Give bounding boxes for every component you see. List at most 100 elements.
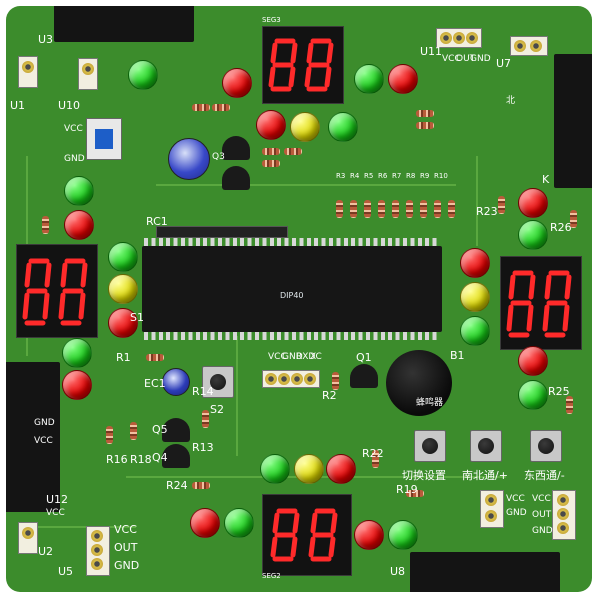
led-red	[256, 110, 286, 140]
transistor	[222, 136, 250, 160]
header-u3	[18, 56, 38, 88]
ref-r25: R25	[548, 385, 570, 398]
chip-pins-top	[144, 238, 440, 246]
ref-r24: R24	[166, 479, 188, 492]
led-red	[64, 210, 94, 240]
resistor	[378, 200, 385, 218]
resistor	[406, 490, 424, 497]
east-west-button[interactable]	[530, 430, 562, 462]
ref-s1: S1	[130, 311, 144, 324]
pin-vcc: VCC	[114, 523, 137, 536]
led-green	[460, 316, 490, 346]
led-green	[62, 338, 92, 368]
led-green	[128, 60, 158, 90]
east-west-label: 东西通/-	[524, 469, 565, 482]
ref-q4: Q4	[152, 451, 168, 464]
resistor	[570, 210, 577, 228]
ref-r16: R16	[106, 453, 128, 466]
bottom-connector	[410, 552, 560, 592]
pin-rxd: RXD	[296, 352, 316, 362]
ref-ec1: EC1	[144, 377, 166, 390]
resistor	[566, 396, 573, 414]
resistor	[42, 216, 49, 234]
top-left-connector	[54, 6, 194, 42]
ref-r10: R10	[434, 172, 448, 180]
switch-setting-label: 切换设置	[402, 469, 446, 482]
resistor	[364, 200, 371, 218]
led-green	[328, 112, 358, 142]
transistor	[350, 364, 378, 388]
pin-gnd: GND	[64, 154, 85, 164]
ref-r13: R13	[192, 441, 214, 454]
transistor	[222, 166, 250, 190]
right-connector	[554, 54, 592, 188]
pin-xc: XC	[310, 352, 322, 362]
pin-out: OUT	[532, 510, 552, 520]
resistor	[498, 196, 505, 214]
electrolytic-capacitor-small	[162, 368, 190, 396]
resistor	[416, 122, 434, 129]
pin-gnd: GND	[282, 352, 303, 362]
pin-vcc: VCC	[46, 508, 65, 518]
pin-gnd: GND	[114, 559, 140, 572]
ref-u12: U12	[46, 493, 69, 506]
ref-rc1: RC1	[146, 215, 168, 228]
reset-button[interactable]	[202, 366, 234, 398]
ref-r23: R23	[476, 205, 498, 218]
ref-r6: R6	[378, 172, 388, 180]
led-red	[388, 64, 418, 94]
north-label: 北	[506, 96, 516, 106]
led-red	[326, 454, 356, 484]
ref-u1: U1	[10, 99, 26, 112]
resistor	[406, 200, 413, 218]
resistor	[392, 200, 399, 218]
pin-out: OUT	[456, 54, 476, 64]
ref-r19: R19	[396, 483, 418, 496]
north-south-label: 南北通/+	[462, 469, 508, 482]
ref-r26: R26	[550, 221, 572, 234]
resistor	[416, 110, 434, 117]
led-red	[518, 188, 548, 218]
led-green	[64, 176, 94, 206]
buzzer	[386, 350, 452, 416]
trace	[236, 336, 238, 456]
led-green	[260, 454, 290, 484]
ref-r1: R1	[116, 351, 131, 364]
dip40-chip: DIP40	[142, 246, 442, 332]
header-j1	[480, 490, 504, 528]
ref-r8: R8	[406, 172, 416, 180]
resistor	[106, 426, 113, 444]
transistor	[162, 418, 190, 442]
resistor	[202, 410, 209, 428]
ref-q5: Q5	[152, 423, 168, 436]
pin-vcc: VCC	[506, 494, 525, 504]
led-red	[190, 508, 220, 538]
ref-r5: R5	[364, 172, 374, 180]
switch-setting-button[interactable]	[414, 430, 446, 462]
led-yellow	[294, 454, 324, 484]
ref-q3: Q3	[212, 152, 225, 162]
ref-r4: R4	[350, 172, 360, 180]
led-green	[224, 508, 254, 538]
pin-vcc: VCC	[532, 494, 551, 504]
pcb-board: DIP40	[6, 6, 592, 592]
trace	[156, 184, 456, 186]
header-u11	[436, 28, 482, 48]
pin-gnd: GND	[34, 418, 55, 428]
north-south-button[interactable]	[470, 430, 502, 462]
pin-vcc: VCC	[268, 352, 287, 362]
led-green	[354, 64, 384, 94]
power-switch[interactable]	[86, 118, 122, 160]
resistor	[192, 482, 210, 489]
seven-segment-display-bottom	[262, 494, 352, 576]
header-u2	[18, 522, 38, 554]
ref-r7: R7	[392, 172, 402, 180]
led-red	[62, 370, 92, 400]
left-connector	[6, 362, 60, 512]
resistor	[262, 148, 280, 155]
led-red	[460, 248, 490, 278]
pin-out: OUT	[114, 541, 138, 554]
serial-header	[262, 370, 320, 388]
ref-u2: U2	[38, 545, 54, 558]
ref-r18: R18	[130, 453, 152, 466]
